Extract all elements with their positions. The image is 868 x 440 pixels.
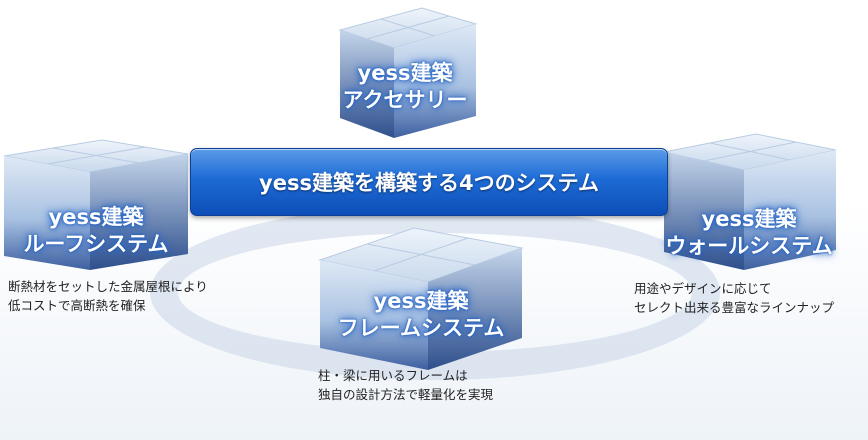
glass-cube-icon xyxy=(663,133,837,270)
roof-description: 断熱材をセットした金属屋根により 低コストで高断熱を確保 xyxy=(8,279,208,313)
glass-cube-icon xyxy=(3,139,189,270)
banner-title: yess建築を構築する4つのシステム xyxy=(259,171,599,195)
cube-frame[interactable]: yess建築 フレームシステム xyxy=(318,226,524,372)
cube-roof-title: yess建築 ルーフシステム xyxy=(23,205,169,256)
cube-wall[interactable]: yess建築 ウォールシステム xyxy=(660,132,838,272)
cube-wall-title: yess建築 ウォールシステム xyxy=(665,207,833,258)
frame-description: 柱・梁に用いるフレームは 独自の設計方法で軽量化を実現 xyxy=(318,368,494,402)
cube-accessory[interactable]: yess建築 アクセサリー xyxy=(330,4,480,142)
cube-frame-title: yess建築 フレームシステム xyxy=(337,289,505,340)
cube-accessory-title: yess建築 アクセサリー xyxy=(342,61,468,112)
glass-cube-icon xyxy=(318,227,524,370)
glass-cube-icon xyxy=(338,7,478,138)
cube-roof[interactable]: yess建築 ルーフシステム xyxy=(2,139,190,272)
title-banner: yess建築を構築する4つのシステム xyxy=(190,148,668,216)
wall-description: 用途やデザインに応じて セレクト出来る豊富なラインナップ xyxy=(634,281,835,315)
